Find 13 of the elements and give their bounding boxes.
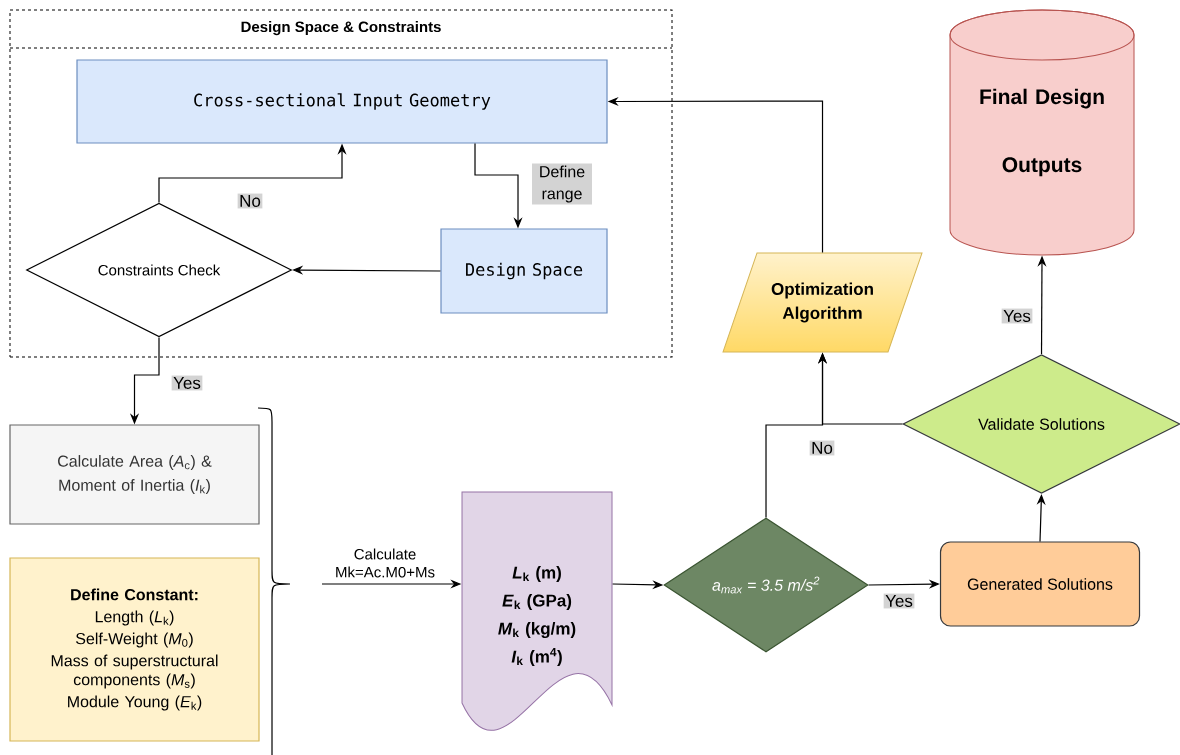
database-cylinder: Final Design Outputs [949, 9, 1135, 256]
edge-label: Yes [1001, 308, 1033, 324]
edge-label: No [237, 193, 263, 209]
edge-label: No [809, 440, 835, 456]
process-box: Design Space [440, 228, 608, 314]
edge-label: Yes [171, 375, 203, 391]
edge-label: Calculate Mk=Ac.M0+Ms [336, 548, 435, 578]
constants-box: Define Constant: Length (L$_{k}$) Self-Weight (M$_{0}$) Mass of superstructural components (M$_{s}$) Module Young (E$_{k}$) [9, 557, 260, 742]
process-box: Generated Solutions [939, 541, 1141, 627]
process-box: Calculate Area (A$_{c}$) & Moment of Inertia (I$_{k}$) [9, 424, 260, 525]
process-box: Cross-sectional Input Geometry [76, 59, 608, 144]
edge-label: Yes [883, 593, 915, 609]
edge-label: Define range [532, 163, 592, 205]
